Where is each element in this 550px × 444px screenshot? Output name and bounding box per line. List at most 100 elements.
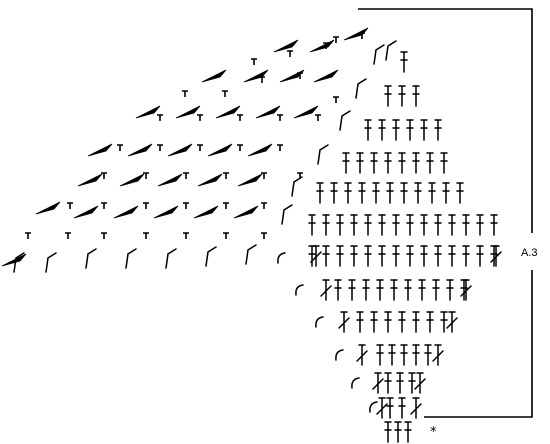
chain-arc-symbol <box>315 316 324 328</box>
crossed-treble-symbol <box>432 344 444 366</box>
picot-wedge-symbol <box>113 205 139 219</box>
picot-wedge-symbol <box>167 143 193 157</box>
treble-crochet-symbol <box>440 152 448 174</box>
double-crochet-tick-symbol <box>287 50 293 57</box>
treble-crochet-symbol <box>356 152 364 174</box>
crossed-treble-symbol <box>490 245 502 267</box>
double-crochet-tick-symbol <box>333 96 339 103</box>
chain-arc-symbol <box>369 401 378 413</box>
treble-crochet-symbol <box>490 214 498 236</box>
picot-wedge-symbol <box>87 143 113 157</box>
picot-wedge-symbol <box>279 69 305 83</box>
treble-crochet-symbol <box>386 182 394 204</box>
crossed-treble-symbol <box>414 372 426 394</box>
double-crochet-tick-symbol <box>182 90 188 97</box>
treble-crochet-symbol <box>426 311 434 333</box>
picot-wedge-symbol <box>119 173 145 187</box>
treble-crochet-symbol <box>404 279 412 301</box>
treble-crochet-symbol <box>356 311 364 333</box>
treble-crochet-symbol <box>308 245 316 267</box>
chain-space-symbol <box>85 248 97 269</box>
treble-crochet-symbol <box>428 182 436 204</box>
treble-crochet-symbol <box>394 421 402 443</box>
picot-wedge-symbol <box>247 143 273 157</box>
double-crochet-tick-symbol <box>261 232 267 239</box>
treble-crochet-symbol <box>476 214 484 236</box>
treble-crochet-symbol <box>342 152 350 174</box>
chain-space-symbol <box>385 40 397 61</box>
picot-wedge-symbol <box>273 39 299 53</box>
picot-wedge-symbol <box>197 173 223 187</box>
double-crochet-tick-symbol <box>237 114 243 121</box>
treble-crochet-symbol <box>372 182 380 204</box>
treble-crochet-symbol <box>400 182 408 204</box>
chain-space-symbol <box>373 44 385 65</box>
picot-wedge-symbol <box>77 173 103 187</box>
stitch-symbols <box>1 27 502 443</box>
treble-crochet-symbol <box>322 214 330 236</box>
chart-label: A.3 <box>521 247 538 259</box>
treble-crochet-symbol <box>370 152 378 174</box>
crossed-treble-symbol <box>338 311 350 333</box>
picot-wedge-symbol <box>309 39 335 53</box>
picot-wedge-symbol <box>157 173 183 187</box>
treble-crochet-symbol <box>316 182 324 204</box>
double-crochet-tick-symbol <box>157 144 163 151</box>
double-crochet-tick-symbol <box>223 202 229 209</box>
treble-crochet-symbol <box>344 182 352 204</box>
double-crochet-tick-symbol <box>223 232 229 239</box>
double-crochet-tick-symbol <box>101 232 107 239</box>
chain-space-symbol <box>13 252 25 273</box>
double-crochet-tick-symbol <box>223 172 229 179</box>
treble-crochet-symbol <box>448 214 456 236</box>
treble-crochet-symbol <box>336 214 344 236</box>
treble-crochet-symbol <box>308 214 316 236</box>
treble-crochet-symbol <box>334 279 342 301</box>
chain-arc-symbol <box>335 349 344 361</box>
treble-crochet-symbol <box>358 182 366 204</box>
treble-crochet-symbol <box>336 245 344 267</box>
treble-crochet-symbol <box>378 245 386 267</box>
treble-crochet-symbol <box>388 344 396 366</box>
treble-crochet-symbol <box>440 311 448 333</box>
double-crochet-tick-symbol <box>261 202 267 209</box>
chain-space-symbol <box>165 248 177 269</box>
picot-wedge-symbol <box>1 253 27 267</box>
treble-crochet-symbol <box>420 119 428 141</box>
treble-crochet-symbol <box>350 245 358 267</box>
picot-wedge-symbol <box>343 27 369 41</box>
treble-crochet-symbol <box>426 152 434 174</box>
treble-crochet-symbol <box>462 214 470 236</box>
treble-crochet-symbol <box>420 214 428 236</box>
treble-crochet-symbol <box>434 214 442 236</box>
chain-space-symbol <box>339 110 351 131</box>
double-crochet-tick-symbol <box>143 232 149 239</box>
treble-crochet-symbol <box>378 214 386 236</box>
chain-arc-symbol <box>295 284 304 296</box>
treble-crochet-symbol <box>476 245 484 267</box>
double-crochet-tick-symbol <box>222 90 228 97</box>
treble-crochet-symbol <box>400 344 408 366</box>
double-crochet-tick-symbol <box>25 232 31 239</box>
double-crochet-tick-symbol <box>183 172 189 179</box>
picot-wedge-symbol <box>135 105 161 119</box>
treble-crochet-symbol <box>376 279 384 301</box>
crossed-treble-symbol <box>372 372 384 394</box>
chain-arc-symbol <box>351 377 360 389</box>
chain-space-symbol <box>245 244 257 265</box>
crossed-treble-symbol <box>460 279 472 301</box>
double-crochet-tick-symbol <box>197 144 203 151</box>
treble-crochet-symbol <box>456 182 464 204</box>
picot-wedge-symbol <box>237 173 263 187</box>
picot-wedge-symbol <box>313 69 339 83</box>
treble-crochet-symbol <box>412 152 420 174</box>
treble-crochet-symbol <box>386 397 394 419</box>
treble-crochet-symbol <box>420 245 428 267</box>
double-crochet-tick-symbol <box>143 202 149 209</box>
treble-crochet-symbol <box>330 182 338 204</box>
treble-crochet-symbol <box>432 279 440 301</box>
treble-crochet-symbol <box>408 372 416 394</box>
double-crochet-tick-symbol <box>297 172 303 179</box>
picot-wedge-symbol <box>233 205 259 219</box>
